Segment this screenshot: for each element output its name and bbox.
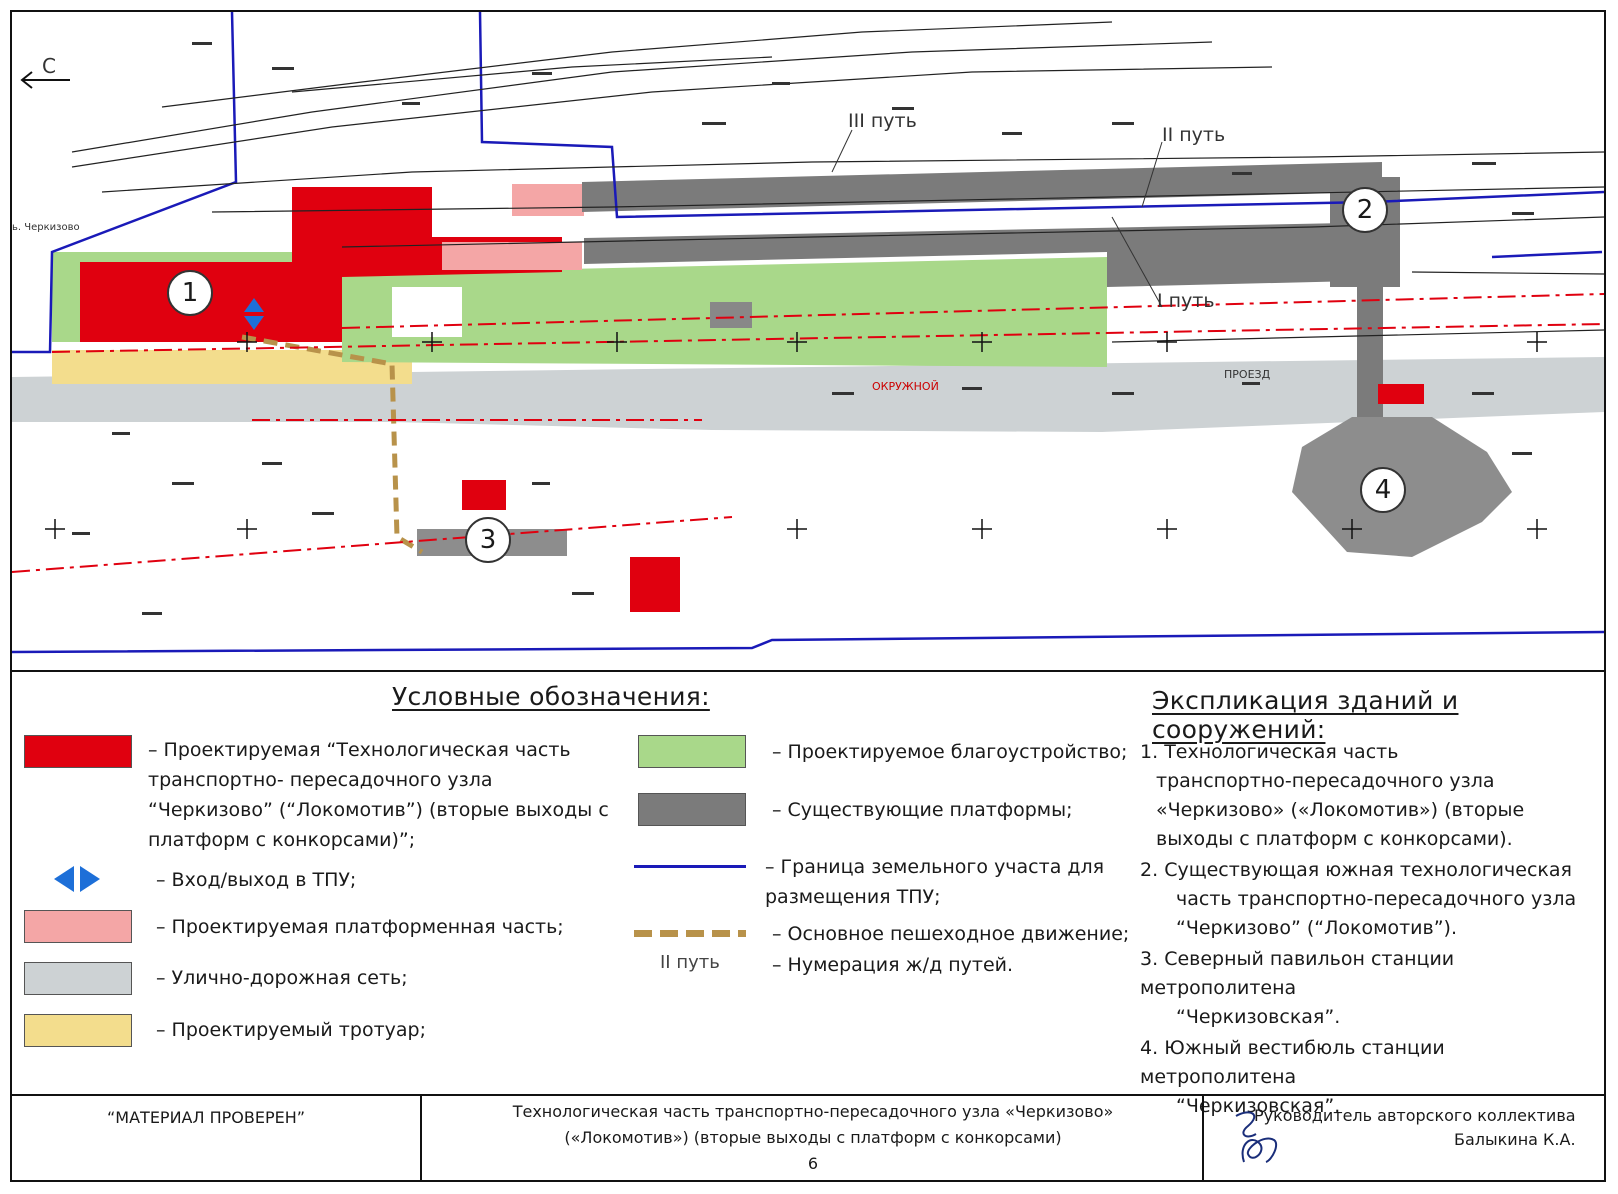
grid-crosses [45,332,1547,539]
legend-swatch-existing-platforms [638,793,746,826]
street-label: ПРОЕЗД [1224,368,1271,381]
document-title-line1: Технологическая часть транспортно-переса… [512,1102,1114,1121]
projected-platform-part-a [512,184,584,216]
legend-text-existing-platforms: – Существующие платформы; [772,799,1073,821]
legend-text-boundary-line: – Граница земельного участа для размещен… [765,856,1105,908]
legend-swatch-street-network [24,962,132,995]
existing-platform-north [582,162,1382,212]
author-role: Руководитель авторского коллектива [1254,1106,1576,1125]
legend-swatch-platform-part [24,910,132,943]
track-leader-II [1141,141,1163,208]
entrance-marker-down [244,316,264,330]
red-axis-line-1 [51,323,1604,353]
explication-item-1-first: Технологическая часть [1164,741,1399,763]
survey-dots [72,42,1534,615]
explication-item-4-first: Южный вестибюль станции метрополитена [1140,1037,1445,1088]
legend-text-platform-part: – Проектируемая платформенная часть; [156,916,564,938]
explication-item-3: 3. Северный павильон станции метрополите… [1140,945,1595,1032]
map-marker-1: 1 [167,270,213,316]
entrance-marker-up [244,298,264,312]
white-building-in-green [392,287,462,337]
red-object-center [462,480,506,510]
explication-item-4-rest: “Черкизовская”. [1176,1095,1341,1117]
document-title-line2: («Локомотив») (вторые выходы с платформ … [564,1128,1062,1147]
legend-entrance-arrow-right [80,866,100,892]
title-block: “МАТЕРИАЛ ПРОВЕРЕН” Технологическая част… [12,1094,1604,1180]
author-name: Балыкина К.А. [1454,1130,1576,1149]
legend-text-sidewalk: – Проектируемый тротуар; [156,1019,426,1041]
explication-item-2-first: Существующая южная технологическая [1164,859,1572,881]
projected-platform-part-b [442,242,582,270]
railway-track-lines [71,21,1604,343]
land-plot-boundary-line-2 [478,12,1604,219]
map-marker-4: 4 [1360,467,1406,513]
title-block-checked-cell: “МАТЕРИАЛ ПРОВЕРЕН” [12,1096,422,1180]
explication-list: 1. Технологическая часть транспортно-пер… [1140,738,1595,1123]
site-plan-svg [12,12,1604,654]
legend-text-landscaping: – Проектируемое благоустройство; [772,741,1128,763]
legend-text-street-network: – Улично-дорожная сеть; [156,967,408,989]
explication-item-2: 2. Существующая южная технологическая ча… [1140,856,1595,943]
explication-item-1-num: 1. [1140,741,1159,763]
land-plot-boundary-south [12,630,1604,654]
explication-item-4: 4. Южный вестибюль станции метрополитена… [1140,1034,1595,1121]
red-axis-line-2 [341,293,1604,329]
pedestrian-route-line [241,334,424,555]
legend-text-entrance: – Вход/выход в ТПУ; [156,869,357,891]
site-plan-map: С ь. Черкизово III путь II путь I путь П… [12,12,1604,672]
title-block-title-cell: Технологическая часть транспортно-переса… [422,1096,1204,1180]
explication-item-1: 1. Технологическая часть транспортно-пер… [1140,738,1595,854]
left-edge-label: ь. Черкизово [12,222,80,233]
legend-text-track-numbers: – Нумерация ж/д путей. [772,954,1014,976]
land-plot-boundary-line-3 [1491,250,1603,259]
legend-swatch-landscaping [638,735,746,768]
signature-icon [1235,1111,1278,1163]
north-label: С [42,54,56,78]
explication-item-2-rest: часть транспортно-пересадочного узла “Че… [1176,888,1577,939]
legend-title: Условные обозначения: [392,682,710,711]
explication-title: Экспликация зданий и сооружений: [1152,686,1459,744]
explication-item-1-rest: транспортно-пересадочного узла «Черкизов… [1156,770,1525,850]
legend-swatch-boundary-line [634,865,746,868]
checked-stamp-text: “МАТЕРИАЛ ПРОВЕРЕН” [107,1108,306,1127]
track-leader-I [1111,216,1163,308]
red-object-south [630,557,680,612]
track-label-II: II путь [1162,124,1226,146]
page-number: 6 [807,1154,819,1173]
red-axis-line-3 [12,516,733,573]
legend-entrance-arrow-left [54,866,74,892]
map-marker-3: 3 [465,517,511,563]
track-label-III: III путь [848,110,917,132]
sheet-frame [10,10,1606,1182]
legend-sample-track-number: II путь [660,952,720,973]
title-block-author-cell: Руководитель авторского коллектива Балык… [1204,1096,1604,1180]
map-divider [12,670,1604,672]
explication-item-3-rest: “Черкизовская”. [1176,1006,1341,1028]
track-leader-III [831,129,853,173]
red-object-near-4 [1378,384,1424,404]
legend-text-pedestrian: – Основное пешеходное движение; [772,923,1130,945]
existing-platform-south [584,222,1397,287]
legend-swatch-sidewalk [24,1014,132,1047]
legend-swatch-pedestrian [634,930,746,937]
explication-item-2-num: 2. [1140,859,1159,881]
explication-item-3-first: Северный павильон станции метрополитена [1140,948,1455,999]
legend-swatch-projected-tech [24,735,132,768]
track-label-I: I путь [1157,290,1215,312]
grey-kiosk [710,302,752,328]
explication-item-3-num: 3. [1140,948,1159,970]
map-marker-2: 2 [1342,187,1388,233]
legend-text-projected-tech: – Проектируемая “Технологическая часть т… [148,739,609,851]
explication-item-4-num: 4. [1140,1037,1159,1059]
street-label-2: ОКРУЖНОЙ [872,380,939,393]
north-arrow-head [20,71,33,89]
